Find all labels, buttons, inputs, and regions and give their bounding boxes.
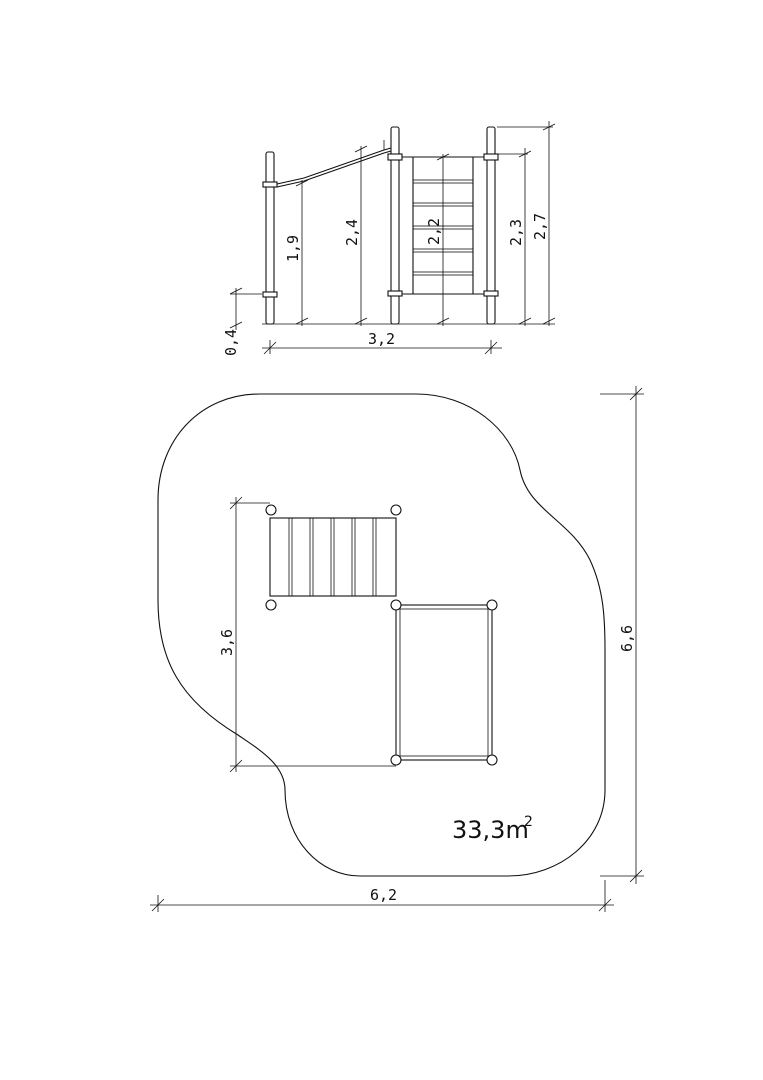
plan-post xyxy=(265,599,277,611)
slanted-bar xyxy=(276,147,392,185)
left-post xyxy=(265,151,275,325)
plan-post xyxy=(486,754,498,766)
dim-bar-height: 1,9 xyxy=(284,235,302,262)
plan-ladder-rung xyxy=(372,517,377,597)
area-value: 33,3m xyxy=(452,816,529,844)
dim-depth: 3,6 xyxy=(218,629,236,656)
elevation-view xyxy=(262,126,499,325)
plan-frame-outer xyxy=(395,604,493,761)
plan-post xyxy=(390,599,402,611)
plan-frame-inner xyxy=(399,608,489,757)
slanted-bar-lower xyxy=(276,150,392,188)
safety-zone-outline xyxy=(157,393,606,877)
plan-ladder-rung xyxy=(309,517,314,597)
middle-post-clamp-top xyxy=(387,153,403,161)
dim-total-width: 6,2 xyxy=(370,886,397,904)
plan-view xyxy=(157,393,606,877)
plan-post xyxy=(390,754,402,766)
plan-posts xyxy=(265,504,498,766)
dim-overall-left: 2,4 xyxy=(343,219,361,246)
dim-right-post-inner: 2,3 xyxy=(507,219,525,246)
left-post-clamp-top xyxy=(262,181,278,188)
right-post-clamp-top xyxy=(483,153,499,161)
plan-ladder-rungs xyxy=(288,517,377,597)
dim-base-offset: 0,4 xyxy=(222,329,240,356)
area-label: 33,3m 2 xyxy=(452,814,533,844)
middle-post-clamp-bottom xyxy=(387,290,403,297)
plan-ladder-rung xyxy=(330,517,335,597)
left-post-clamp-bottom xyxy=(262,291,278,298)
plan-post xyxy=(265,504,277,516)
plan-post xyxy=(486,599,498,611)
plan-ladder-rung xyxy=(351,517,356,597)
dim-width: 3,2 xyxy=(368,330,395,348)
plan-post xyxy=(390,504,402,516)
area-exponent: 2 xyxy=(524,814,533,830)
plan-dimensions: 3,6 6,6 6,2 xyxy=(150,386,644,912)
dim-right-post-total: 2,7 xyxy=(531,213,549,240)
right-post-clamp-bottom xyxy=(483,290,499,297)
elevation-dimensions: 0,4 1,9 2,4 2,2 2,3 2,7 3 xyxy=(222,121,556,356)
dim-ladder-height: 2,2 xyxy=(425,218,443,245)
plan-ladder-rung xyxy=(288,517,293,597)
dim-total-height: 6,6 xyxy=(618,625,636,652)
